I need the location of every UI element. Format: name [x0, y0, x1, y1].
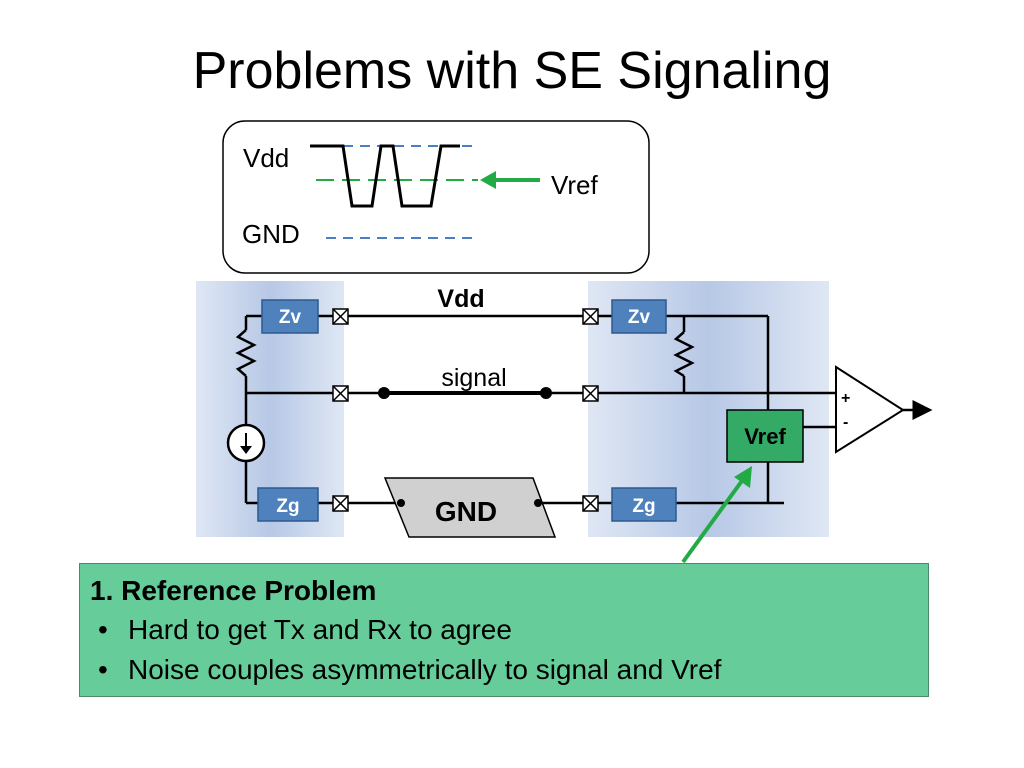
signal-node-dot	[540, 387, 552, 399]
vref-box: Vref	[726, 409, 804, 463]
gnd-node-dot	[534, 499, 542, 507]
connector-pads	[332, 308, 599, 512]
note-bullet-text: Noise couples asymmetrically to signal a…	[128, 654, 722, 685]
bullet-icon: •	[98, 614, 108, 645]
zv-right-label: Zv	[628, 307, 651, 328]
zg-right-label: Zg	[632, 496, 655, 517]
waveform-inset: Vdd GND Vref	[222, 120, 650, 274]
callout-arrow	[681, 466, 752, 564]
vref-level-label: Vref	[551, 170, 598, 200]
gnd-level-label: GND	[242, 219, 300, 249]
zg-left-box: Zg	[257, 487, 319, 522]
bullet-icon: •	[98, 654, 108, 685]
pad-icon	[582, 495, 599, 512]
tx-termination-resistor	[235, 329, 257, 377]
pad-icon	[332, 495, 349, 512]
gnd-bus: GND	[383, 477, 557, 538]
comparator-icon: + -	[835, 365, 905, 454]
gnd-bus-label: GND	[435, 496, 497, 527]
list-item: • Hard to get Tx and Rx to agree	[90, 610, 918, 650]
current-source-icon	[226, 423, 266, 463]
pad-icon	[332, 385, 349, 402]
gnd-node-dot	[397, 499, 405, 507]
signal-line-label: signal	[441, 364, 506, 392]
zv-left-label: Zv	[279, 307, 302, 328]
vdd-level-label: Vdd	[243, 143, 289, 173]
zv-right-box: Zv	[611, 299, 667, 334]
signal-node-dot	[378, 387, 390, 399]
vref-box-label: Vref	[744, 424, 786, 449]
note-bullet-text: Hard to get Tx and Rx to agree	[128, 614, 512, 645]
pad-icon	[582, 385, 599, 402]
comparator-plus-label: +	[841, 390, 850, 407]
note-bullet-list: • Hard to get Tx and Rx to agree • Noise c…	[90, 610, 918, 690]
zv-left-box: Zv	[261, 299, 319, 334]
list-item: • Noise couples asymmetrically to signal …	[90, 650, 918, 690]
zg-left-label: Zg	[276, 496, 299, 517]
reference-problem-note: 1. Reference Problem • Hard to get Tx and…	[79, 563, 929, 697]
pad-icon	[582, 308, 599, 325]
vdd-rail-label: Vdd	[437, 285, 484, 313]
zg-right-box: Zg	[611, 487, 677, 522]
vref-arrow	[480, 171, 540, 189]
rx-termination-resistor	[673, 331, 695, 378]
comparator-minus-label: -	[843, 414, 848, 431]
note-heading: 1. Reference Problem	[90, 575, 377, 606]
signal-waveform	[310, 144, 460, 208]
slide-title: Problems with SE Signaling	[192, 42, 832, 100]
pad-icon	[332, 308, 349, 325]
